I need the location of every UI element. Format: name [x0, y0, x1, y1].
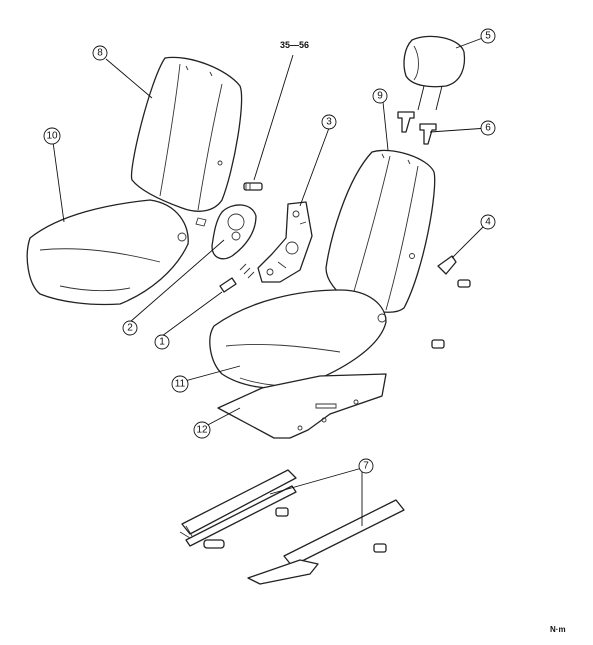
seat-cushion-left [26, 199, 189, 306]
svg-text:2: 2 [127, 323, 133, 334]
callout-12: 12 [193, 421, 211, 439]
callout-8: 8 [92, 45, 108, 61]
callout-7: 7 [358, 458, 374, 474]
seat-track-right [247, 499, 405, 585]
svg-text:7: 7 [363, 461, 369, 472]
svg-text:8: 8 [97, 48, 103, 59]
callout-9: 9 [372, 88, 388, 104]
seat-cushion-right [209, 289, 387, 389]
svg-text:4: 4 [485, 217, 491, 228]
callout-11: 11 [171, 375, 189, 393]
torque-spec: 35—56 [280, 40, 309, 50]
headrest-guides [397, 111, 437, 145]
callout-1: 1 [154, 334, 170, 350]
svg-text:5: 5 [485, 31, 491, 42]
recliner-cover [195, 204, 257, 260]
side-bracket [409, 253, 471, 288]
bolt [243, 182, 263, 191]
callout-4: 4 [480, 214, 496, 230]
svg-text:10: 10 [46, 131, 58, 142]
svg-text:9: 9 [377, 91, 383, 102]
seat-back-right [325, 149, 436, 313]
svg-text:11: 11 [175, 379, 186, 390]
svg-text:3: 3 [326, 117, 332, 128]
headrest [403, 35, 466, 111]
spring-pin [219, 263, 255, 293]
callout-6: 6 [480, 120, 496, 136]
mounting-bolt [431, 339, 445, 349]
seat-back-left [130, 56, 243, 212]
callout-10: 10 [43, 127, 61, 145]
svg-text:1: 1 [159, 337, 165, 348]
seat-track-left [179, 469, 297, 549]
callout-3: 3 [321, 114, 337, 130]
svg-text:6: 6 [485, 123, 491, 134]
callout-2: 2 [122, 320, 138, 336]
recliner-mechanism [257, 201, 313, 283]
seat-base-pan [217, 373, 387, 439]
callout-5: 5 [480, 28, 496, 44]
unit-label: N·m [550, 625, 566, 634]
svg-text:12: 12 [196, 425, 208, 436]
